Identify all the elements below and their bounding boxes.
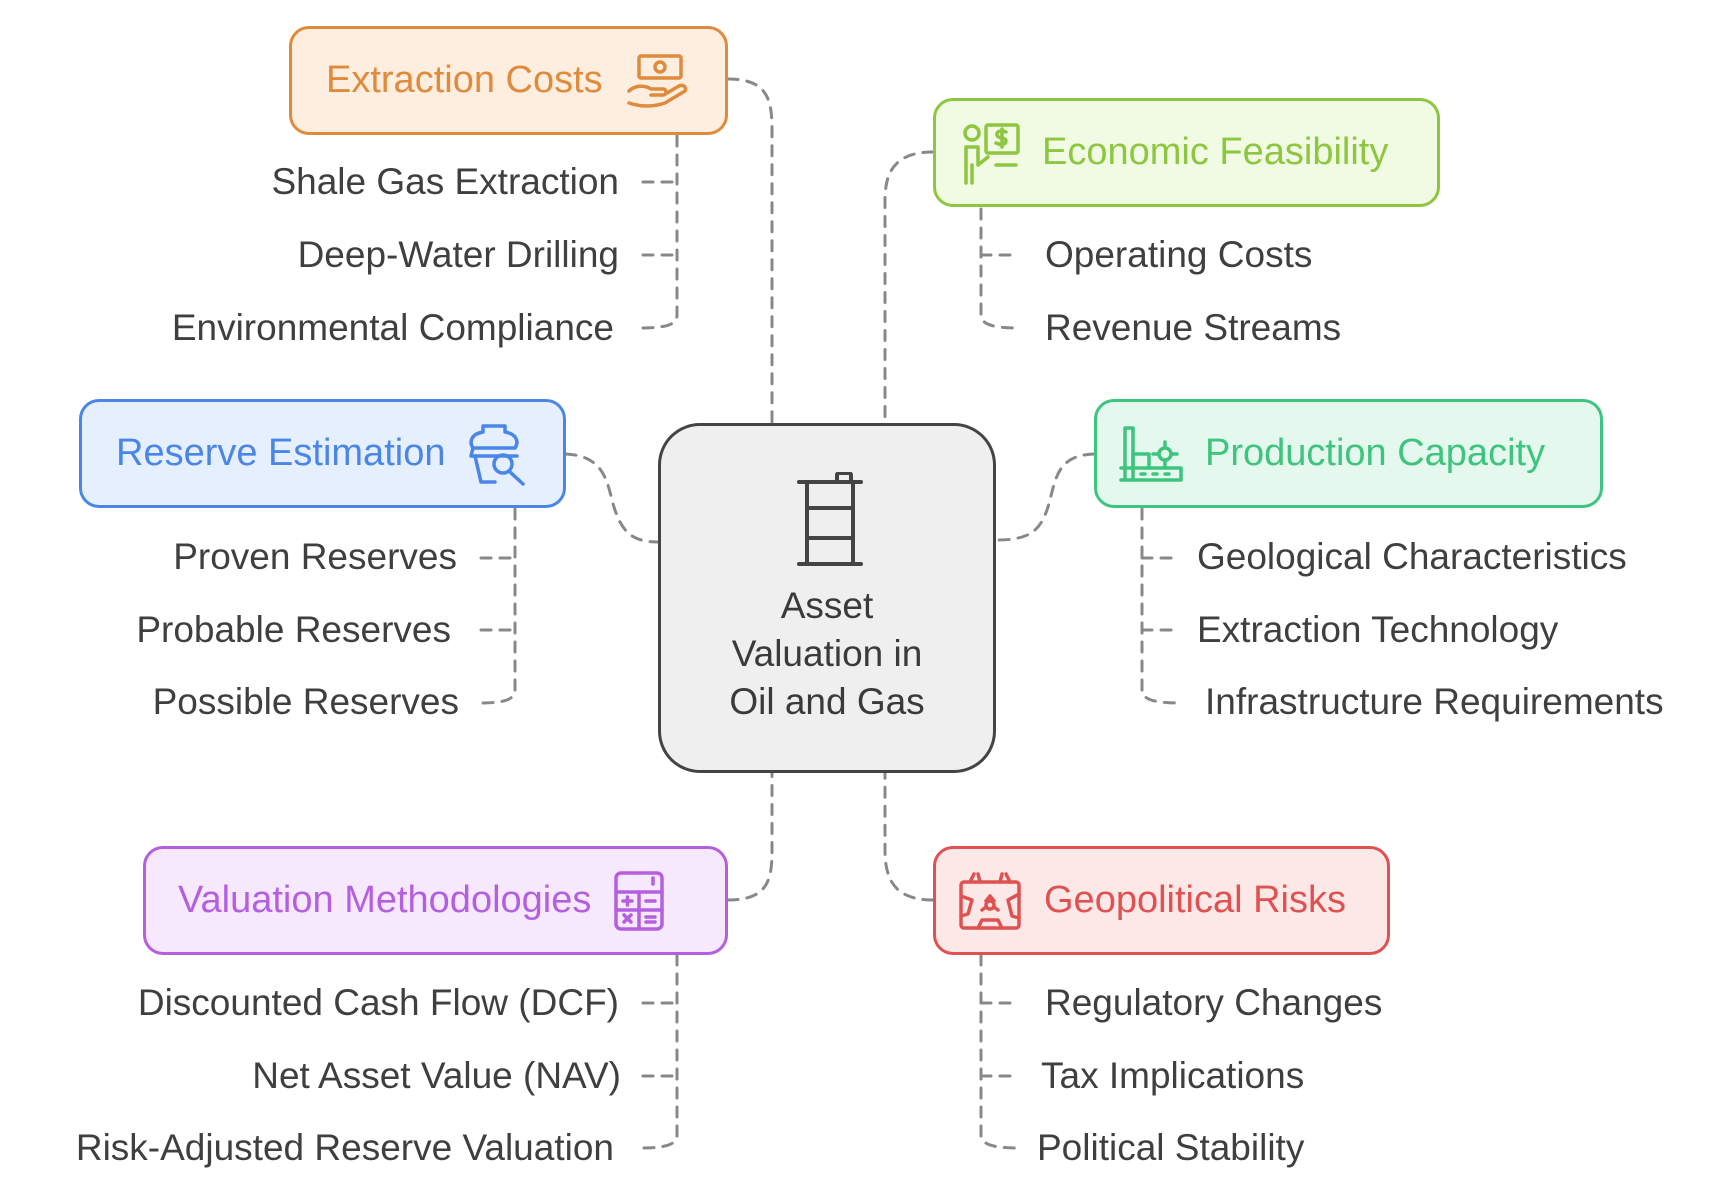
- list-item: Regulatory Changes: [1045, 982, 1383, 1023]
- center-label: Asset Valuation in Oil and Gas: [729, 585, 925, 722]
- connector-economic-items: [979, 207, 1020, 330]
- topic-reserve-estimation: Reserve Estimation: [79, 399, 566, 508]
- list-item: Discounted Cash Flow (DCF): [137, 982, 619, 1023]
- list-item: Political Stability: [1037, 1127, 1305, 1168]
- topic-title: Extraction Costs: [326, 59, 603, 101]
- connector-extraction-items: [638, 134, 679, 330]
- topic-title: Economic Feasibility: [1042, 131, 1389, 173]
- topic-title: Geopolitical Risks: [1044, 879, 1346, 921]
- center-node: Asset Valuation in Oil and Gas: [658, 423, 996, 773]
- list-item: Revenue Streams: [1045, 307, 1342, 348]
- list-item: Net Asset Value (NAV): [252, 1055, 621, 1096]
- topic-title: Production Capacity: [1205, 432, 1546, 474]
- list-item: Infrastructure Requirements: [1205, 681, 1664, 722]
- topic-valuation-methodologies: Valuation Methodologies: [143, 846, 728, 955]
- topic-economic-feasibility: Economic Feasibility: [933, 98, 1440, 207]
- list-item: Risk-Adjusted Reserve Valuation: [75, 1127, 614, 1168]
- cash-in-hand-icon: [625, 53, 689, 109]
- connector-geopolitical-items: [979, 953, 1020, 1150]
- list-item: Extraction Technology: [1197, 609, 1559, 650]
- list-item: Deep-Water Drilling: [297, 234, 619, 275]
- factory-icon: [1119, 424, 1183, 484]
- list-item: Tax Implications: [1041, 1055, 1305, 1096]
- topic-production-capacity: Production Capacity: [1094, 399, 1603, 508]
- connector-valuation-items: [638, 953, 679, 1150]
- list-item: Geological Characteristics: [1197, 536, 1627, 577]
- connector-valuation-methodologies: [726, 771, 774, 902]
- topic-extraction-costs: Extraction Costs: [289, 26, 728, 135]
- list-item: Environmental Compliance: [171, 307, 614, 348]
- oil-barrel-icon: [785, 471, 875, 577]
- hazard-map-icon: [958, 870, 1022, 932]
- connector-economic-feasibility: [883, 150, 935, 425]
- connector-reserve-estimation: [564, 452, 660, 544]
- topic-title: Valuation Methodologies: [178, 879, 592, 921]
- connector-production-items: [1140, 507, 1182, 705]
- list-item: Proven Reserves: [173, 536, 457, 577]
- inspection-icon: [465, 422, 529, 486]
- list-item: Operating Costs: [1045, 234, 1313, 275]
- list-item: Shale Gas Extraction: [271, 161, 619, 202]
- connector-reserve-items: [478, 507, 517, 705]
- connector-extraction-costs: [726, 77, 774, 425]
- topic-title: Reserve Estimation: [116, 432, 446, 474]
- list-item: Possible Reserves: [152, 681, 459, 722]
- calculator-icon: [613, 870, 665, 932]
- connector-production-capacity: [994, 452, 1096, 542]
- presenter-dollar-icon: [958, 121, 1022, 185]
- list-item: Probable Reserves: [136, 609, 451, 650]
- topic-geopolitical-risks: Geopolitical Risks: [933, 846, 1390, 955]
- connector-geopolitical-risks: [883, 771, 935, 902]
